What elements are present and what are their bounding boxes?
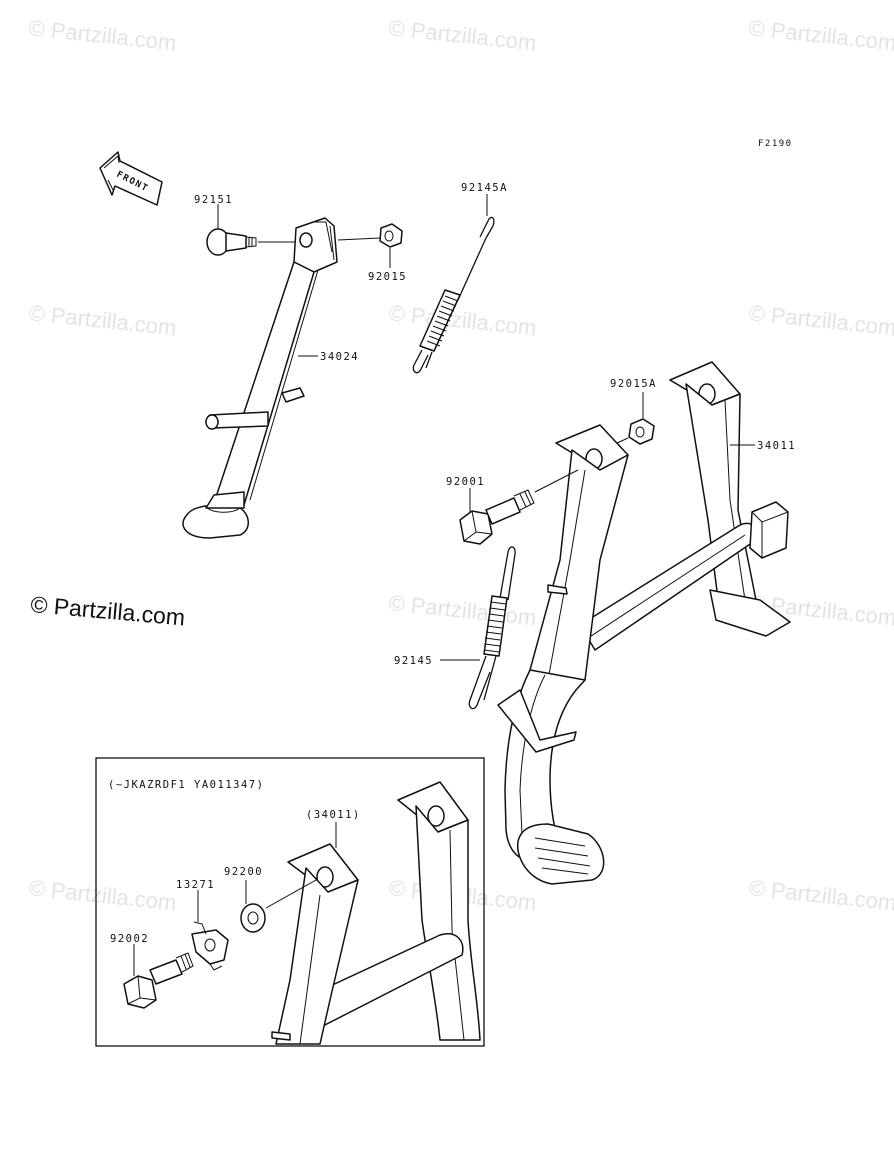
washer-92200[interactable] [240,903,266,933]
watermark-text: © Partzilla.com [747,300,894,340]
inset-center-stand-leg-right [397,781,481,1041]
spring-92145A[interactable] [412,216,495,374]
part-label-92145A[interactable]: 92145A [461,182,508,194]
part-label-92015A[interactable]: 92015A [610,378,657,390]
assembly-line [337,237,381,241]
diagram-code: F2190 [758,139,793,149]
assembly-line [534,469,579,493]
spring-92145[interactable] [468,546,516,710]
nut-92015A[interactable] [628,418,655,445]
part-label-34024[interactable]: 34024 [320,351,359,363]
part-label-13271[interactable]: 13271 [176,879,215,891]
assembly-line [265,879,317,909]
part-label-92001[interactable]: 92001 [446,476,485,488]
inset-panel: (~JKAZRDF1 YA011347) (34011) 92200 [95,757,485,1047]
watermark-text: © Partzilla.com [387,590,537,630]
inset-center-stand-leg-left [271,843,359,1045]
watermark-text: © Partzilla.com [747,15,894,55]
watermark-text: © Partzilla.com [27,300,177,340]
part-label-34011[interactable]: 34011 [757,440,796,452]
part-label-92151[interactable]: 92151 [194,194,233,206]
watermark-text: © Partzilla.com [27,875,177,915]
side-stand-34024[interactable] [182,217,338,539]
front-arrow-icon: FRONT [99,151,163,206]
clip-13271[interactable] [191,921,229,971]
watermark-text: © Partzilla.com [27,15,177,55]
watermark-text-dark: © Partzilla.com [30,591,187,630]
part-label-92200[interactable]: 92200 [224,866,263,878]
inset-cross-bar [299,933,464,1031]
part-label-92002[interactable]: 92002 [110,933,149,945]
part-label-92145[interactable]: 92145 [394,655,433,667]
watermark-text: © Partzilla.com [387,15,537,55]
watermark-text: © Partzilla.com [387,300,537,340]
bolt-92001[interactable] [459,489,535,545]
bolt-92002[interactable] [123,952,194,1009]
part-label-34011-ref[interactable]: (34011) [306,809,361,821]
center-stand-34011[interactable] [497,361,791,885]
part-label-92015[interactable]: 92015 [368,271,407,283]
bolt-92151[interactable] [206,228,257,256]
watermark-text: © Partzilla.com [747,875,894,915]
nut-92015[interactable] [379,223,403,248]
inset-title: (~JKAZRDF1 YA011347) [108,779,264,791]
